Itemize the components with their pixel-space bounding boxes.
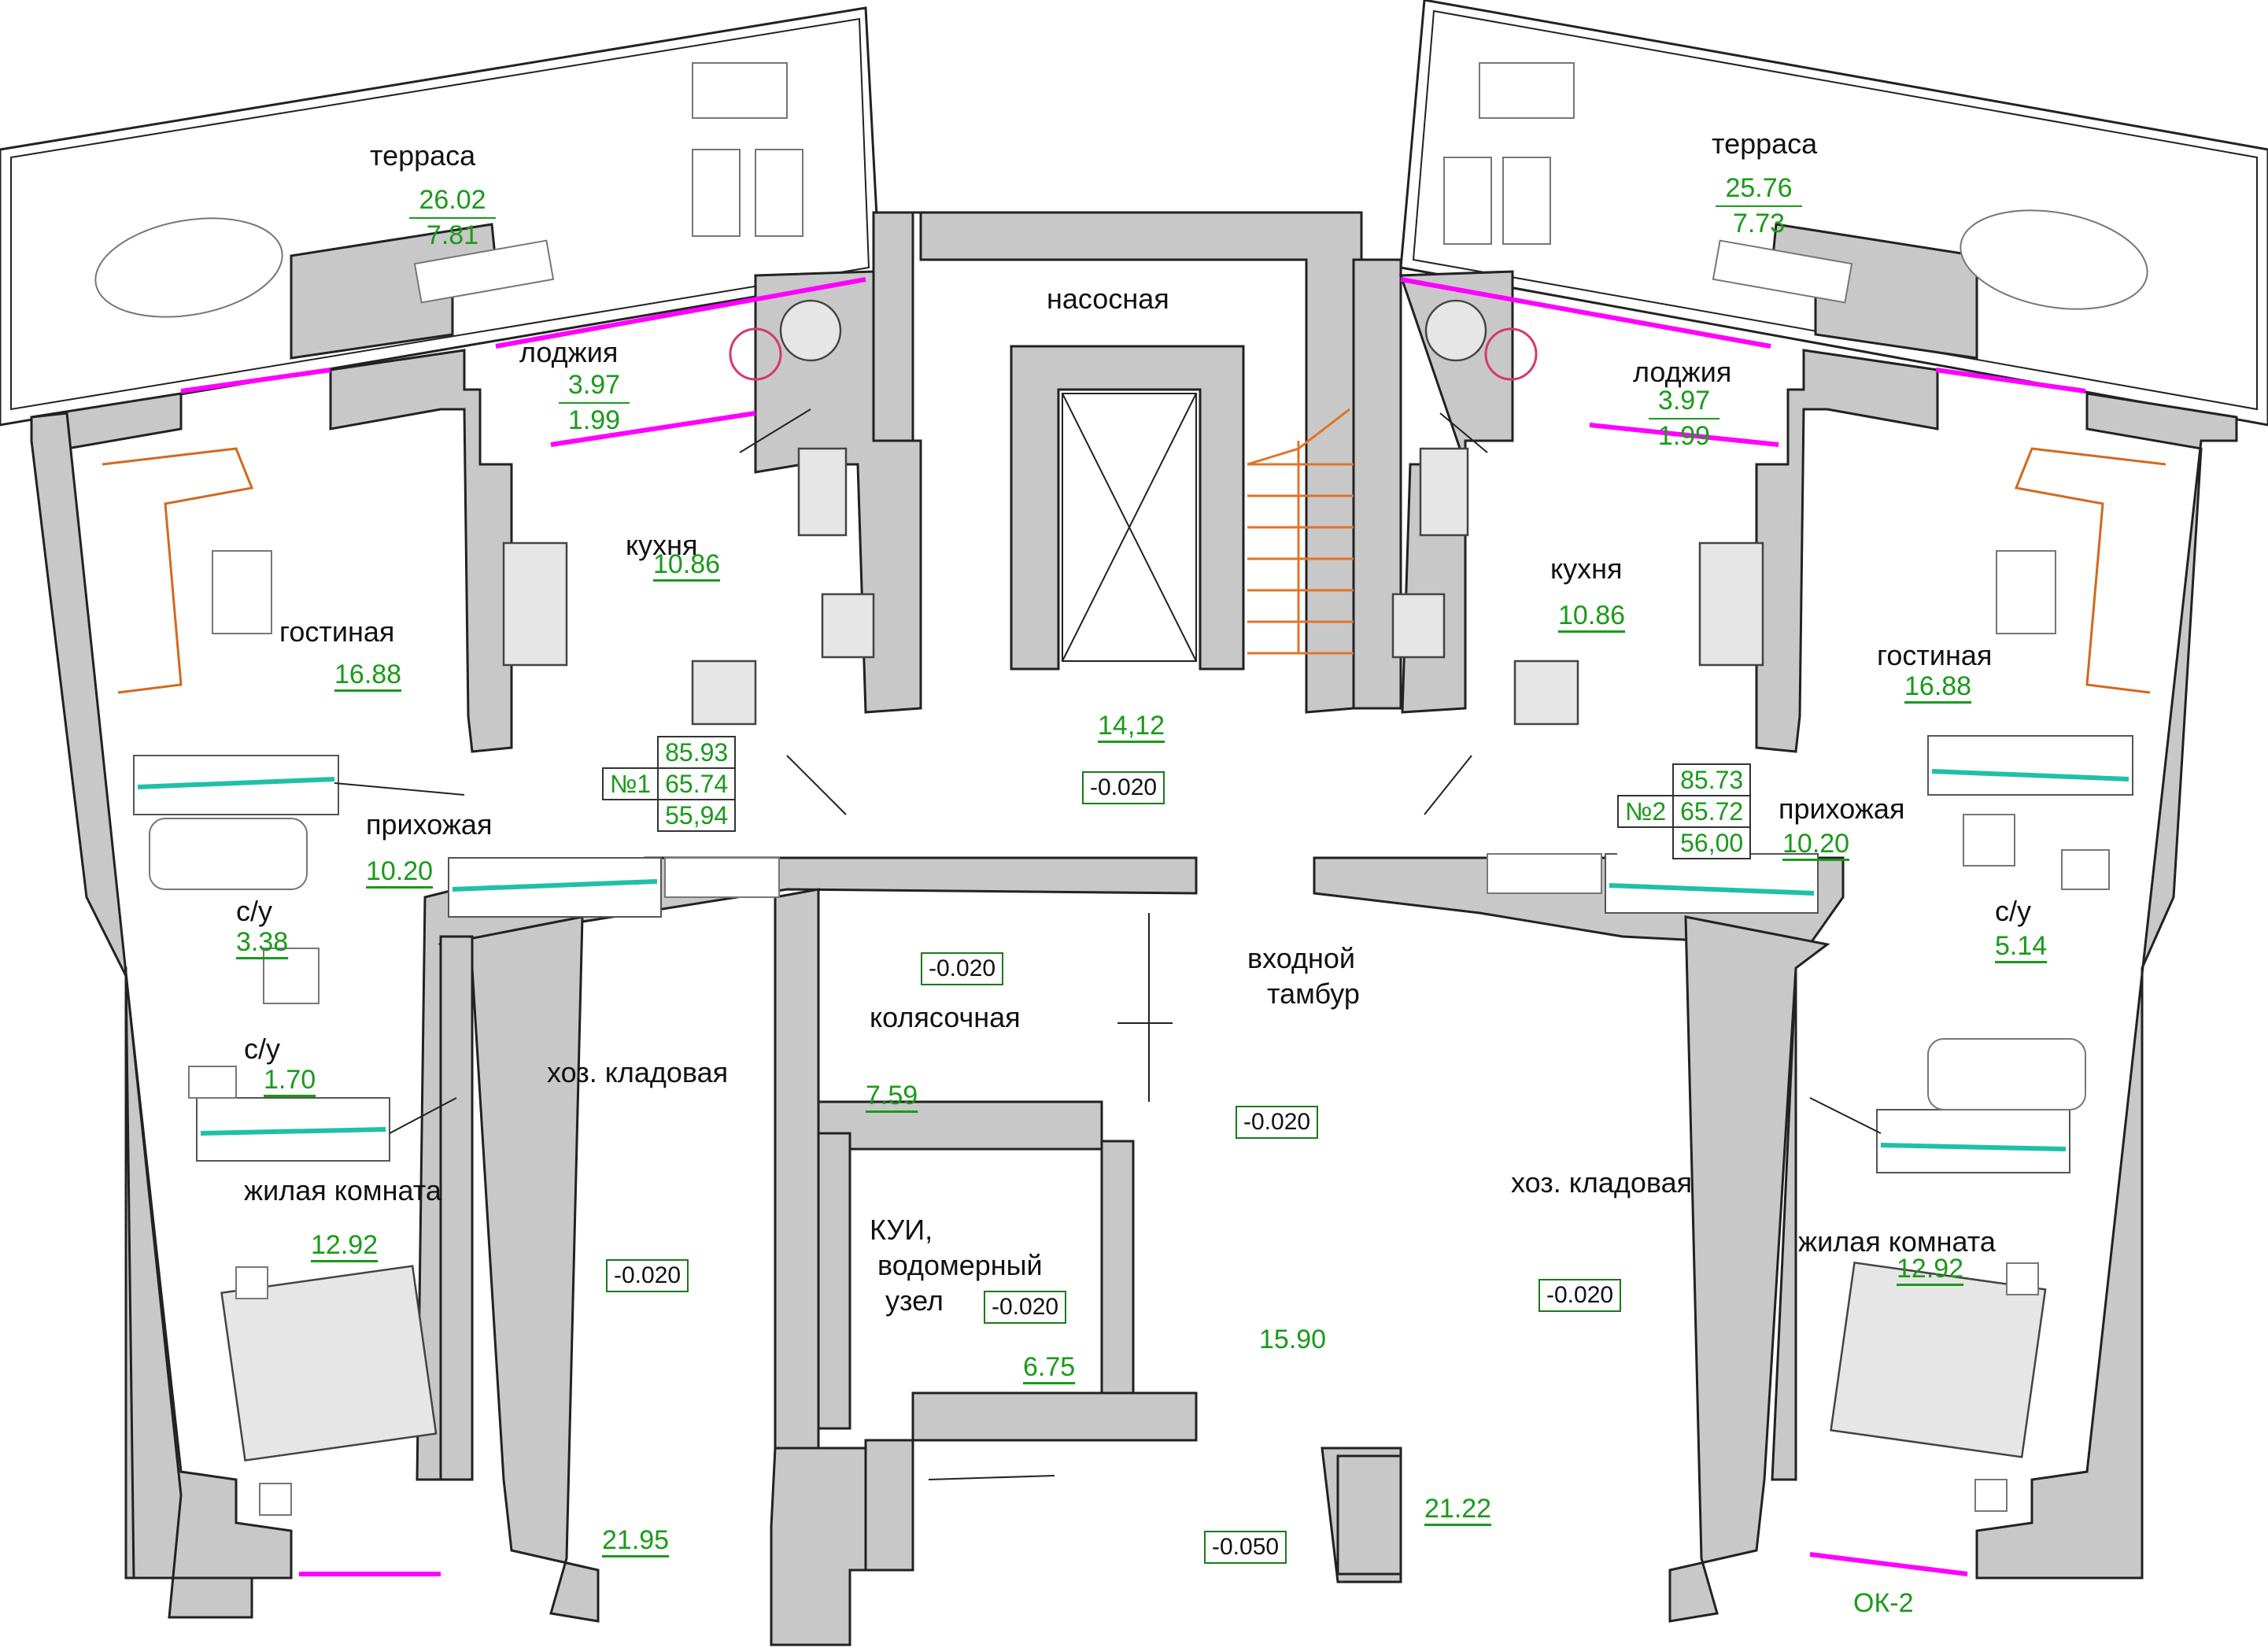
summary-right-living: 65.72	[1672, 795, 1752, 828]
label-stroller-room: колясочная	[870, 1001, 1021, 1033]
label-wc-left: с/у	[244, 1033, 281, 1065]
area-kitchen-left: 10.86	[653, 549, 721, 579]
walls-core	[877, 211, 1402, 714]
area-meter-room: 6.75	[1023, 1352, 1076, 1382]
level-storage-right: -0.020	[1538, 1279, 1622, 1312]
summary-left-number: №1	[601, 767, 659, 800]
level-storage-left: -0.020	[606, 1259, 689, 1292]
label-kitchen-left: кухня	[626, 529, 698, 561]
label-storage-left: хоз. кладовая	[547, 1056, 729, 1088]
label-pump-room: насосная	[1047, 283, 1169, 315]
terrace-right	[1399, 0, 2268, 427]
summary-right-row-total: 85.73	[1618, 763, 1752, 796]
window-mark: ОК-2	[1853, 1588, 1914, 1618]
windows	[180, 277, 2086, 1576]
area-kitchen-right: 10.86	[1558, 600, 1626, 630]
summary-right-other: 56,00	[1672, 826, 1752, 859]
level-stroller-room: -0.020	[921, 952, 1004, 985]
area-stair-hall: 14,12	[1098, 711, 1165, 741]
area-loggia-left-top: 3.97	[559, 370, 630, 405]
label-meter-room-3: узел	[885, 1284, 944, 1317]
label-vestibule-1: входной	[1247, 942, 1355, 974]
level-entrance: -0.050	[1204, 1531, 1287, 1564]
area-stroller-room: 7.59	[866, 1081, 918, 1110]
area-terrace-right: 25.76 7.73	[1716, 173, 1802, 239]
label-bedroom-right: жилая комната	[1798, 1225, 1996, 1258]
area-living-right: 16.88	[1904, 671, 1972, 701]
label-terrace-left: терраса	[370, 139, 476, 172]
label-meter-room-2: водомерный	[877, 1249, 1043, 1281]
label-loggia-right: лоджия	[1633, 356, 1732, 388]
label-loggia-left: лоджия	[519, 336, 619, 368]
area-terrace-left-top: 26.02	[409, 185, 496, 220]
area-storage-left: 21.95	[602, 1525, 670, 1555]
area-bedroom-left: 12.92	[311, 1230, 379, 1260]
label-storage-right: хоз. кладовая	[1511, 1166, 1693, 1199]
walls-left	[30, 211, 1198, 1646]
area-storage-right: 21.22	[1424, 1494, 1492, 1524]
area-hallway-right: 10.20	[1782, 829, 1850, 859]
summary-left-other: 55,94	[657, 799, 737, 832]
area-terrace-right-bottom: 7.73	[1732, 209, 1786, 239]
area-loggia-right-bottom: 1.99	[1657, 421, 1711, 452]
label-meter-room-1: КУИ,	[870, 1214, 933, 1246]
stair	[1062, 393, 1354, 662]
area-terrace-left-bottom: 7.81	[426, 220, 479, 251]
label-terrace-right: терраса	[1712, 127, 1818, 160]
summary-left-row-other: 55,94	[603, 799, 737, 832]
label-bathroom-right: с/у	[1995, 895, 2032, 927]
summary-right-row-living: №2 65.72	[1616, 795, 1752, 828]
furniture-left	[94, 62, 875, 1516]
summary-left-total: 85.93	[657, 736, 737, 769]
summary-right-number: №2	[1616, 795, 1675, 828]
area-hallway-left: 10.20	[366, 856, 434, 886]
label-bathroom-left: с/у	[236, 895, 273, 927]
label-living-right: гостиная	[1877, 639, 1993, 671]
label-kitchen-right: кухня	[1550, 552, 1623, 585]
summary-right-total: 85.73	[1672, 763, 1752, 796]
area-bathroom-left: 3.38	[236, 927, 289, 957]
apartment-left-summary: 85.93 №1 65.74 55,94	[601, 736, 737, 832]
furniture-right	[1391, 62, 2166, 1512]
level-stair-hall: -0.020	[1082, 771, 1165, 804]
label-bedroom-left: жилая комната	[244, 1174, 441, 1206]
area-living-left: 16.88	[334, 660, 402, 689]
area-terrace-left: 26.02 7.81	[409, 185, 496, 251]
area-vestibule: 15.90	[1259, 1325, 1327, 1354]
label-living-left: гостиная	[279, 615, 395, 648]
level-meter-room: -0.020	[984, 1291, 1067, 1324]
summary-left-row-total: 85.93	[603, 736, 737, 769]
area-loggia-right-top: 3.97	[1649, 386, 1719, 420]
area-bathroom-right: 5.14	[1995, 931, 2048, 961]
summary-right-row-other: 56,00	[1618, 826, 1752, 859]
label-vestibule-2: тамбур	[1267, 977, 1360, 1010]
summary-left-living: 65.74	[657, 767, 737, 800]
area-bedroom-right: 12.92	[1897, 1254, 1964, 1284]
area-loggia-left-bottom: 1.99	[567, 405, 621, 436]
apartment-right-summary: 85.73 №2 65.72 56,00	[1616, 763, 1752, 859]
door-lines	[334, 408, 1882, 1480]
walls-right	[1313, 223, 2238, 1623]
area-wc-left: 1.70	[264, 1065, 316, 1095]
label-hallway-left: прихожая	[366, 808, 493, 841]
summary-left-row-living: №1 65.74	[601, 767, 737, 800]
area-terrace-right-top: 25.76	[1716, 173, 1802, 208]
level-vestibule: -0.020	[1236, 1106, 1319, 1139]
area-loggia-right: 3.97 1.99	[1649, 386, 1719, 452]
label-hallway-right: прихожая	[1779, 793, 1905, 825]
area-loggia-left: 3.97 1.99	[559, 370, 630, 436]
